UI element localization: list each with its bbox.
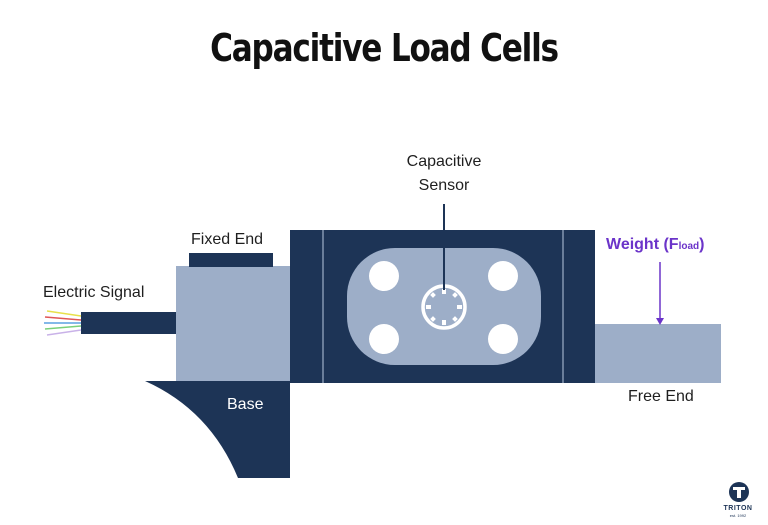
triton-logo-icon xyxy=(729,482,749,502)
weight-label: Weight (Fload) xyxy=(606,236,704,254)
base-block xyxy=(145,381,290,478)
cavity-hole-bottom-left xyxy=(369,324,399,354)
electric-signal-label: Electric Signal xyxy=(43,284,145,301)
free-end-label: Free End xyxy=(628,388,694,405)
triton-logo-tagline: est. 1992 xyxy=(729,513,747,518)
capacitive-sensor-label-line2: Sensor xyxy=(418,177,470,194)
fixed-end-plate xyxy=(189,253,273,267)
cable-wires xyxy=(44,310,82,336)
fixed-end-label: Fixed End xyxy=(191,231,264,248)
weight-label-prefix: Weight (F xyxy=(606,236,679,253)
fixed-end-block xyxy=(176,266,290,381)
capacitive-sensor-label: Capacitive Sensor xyxy=(384,150,504,198)
weight-label-suffix: ) xyxy=(699,236,705,253)
cavity-hole-top-left xyxy=(369,261,399,291)
triton-logo: TRITON est. 1992 xyxy=(716,481,760,518)
electric-cable xyxy=(81,312,176,334)
base-label: Base xyxy=(227,396,264,413)
sensor-ring-teeth xyxy=(426,289,462,325)
capacitive-sensor-label-line1: Capacitive xyxy=(406,153,482,170)
free-end-block xyxy=(595,324,721,383)
diagram-title: Capacitive Load Cells xyxy=(210,26,559,70)
triton-logo-name: TRITON xyxy=(723,505,753,512)
cavity-hole-bottom-right xyxy=(488,324,518,354)
cavity-hole-top-right xyxy=(488,261,518,291)
weight-label-subscript: load xyxy=(678,241,700,252)
weight-arrow-head xyxy=(656,318,664,325)
